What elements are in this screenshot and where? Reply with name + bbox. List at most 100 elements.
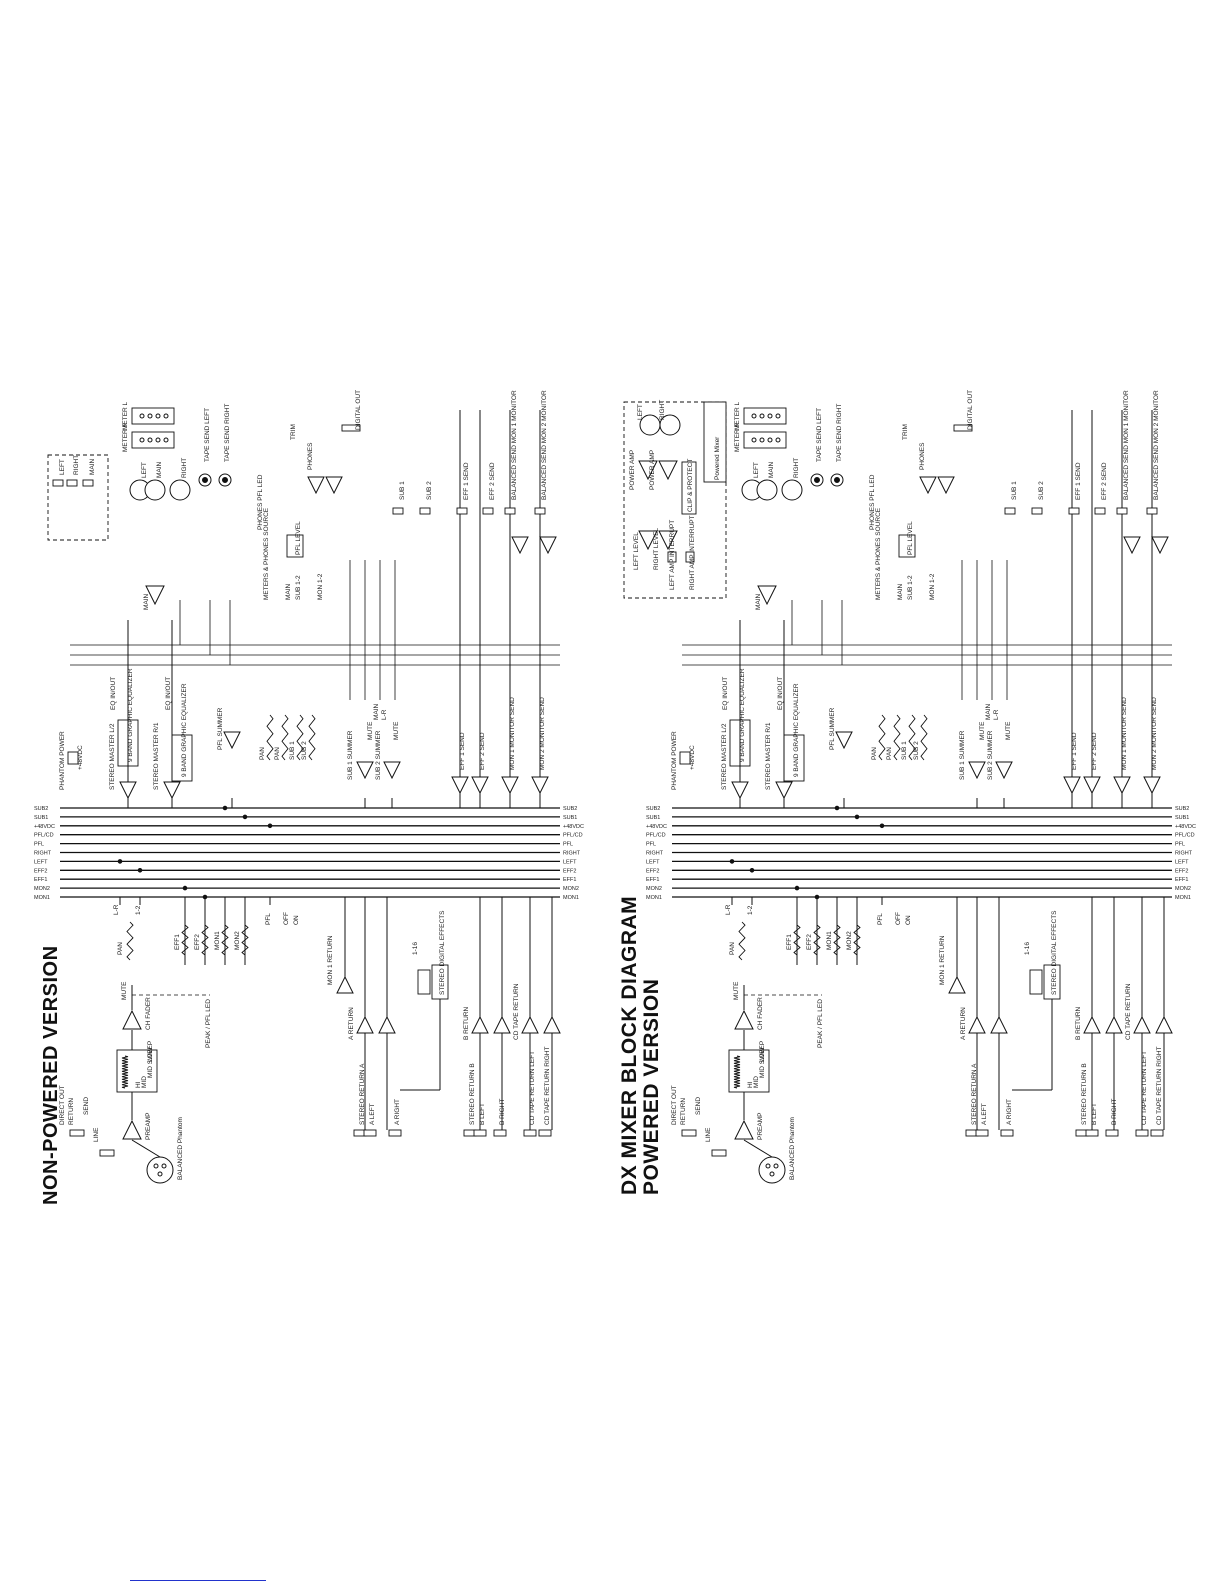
meter-led xyxy=(147,437,153,443)
return-amplifier xyxy=(471,1015,489,1034)
label-digital-out: DIGITAL OUT xyxy=(967,390,974,430)
label-eq-in-out-left: EQ IN/OUT xyxy=(110,677,117,710)
label-eff-2-send: EFF 2 SEND xyxy=(479,732,486,770)
label-b-left: B LEFT xyxy=(479,1103,486,1125)
label-peak-led: PEAK / PFL LED xyxy=(817,999,824,1048)
label-a-right: A RIGHT xyxy=(394,1099,401,1125)
return-jack xyxy=(1150,1129,1164,1137)
left-level-amplifier xyxy=(638,530,658,551)
bus-label-left: MON1 xyxy=(646,895,662,901)
label-stereo-master-l: STEREO MASTER L/2 xyxy=(721,723,728,790)
bus-label-left: EFF2 xyxy=(646,868,659,874)
meter-led xyxy=(163,413,169,419)
right-level-amplifier xyxy=(658,530,678,551)
label-graphic-eq-left: 9 BAND GRAPHIC EQUALIZER xyxy=(127,668,134,762)
label-a-left: A LEFT xyxy=(981,1103,988,1125)
label-balanced-input: BALANCED Phantom xyxy=(177,1117,184,1180)
sub-potentiometer xyxy=(308,714,316,761)
label-mute-right: MUTE xyxy=(1005,721,1012,740)
pan-potentiometer xyxy=(738,921,746,961)
label-sub-2: SUB 2 xyxy=(913,741,920,760)
power-amp-triangle xyxy=(638,460,658,481)
phones-left-amplifier xyxy=(307,476,325,495)
send-terminal xyxy=(456,507,468,515)
send-amplifier xyxy=(471,776,489,795)
label-meter-r: METER R xyxy=(122,422,129,452)
label-phones: PHONES xyxy=(919,442,926,470)
label-sub-2: SUB 2 xyxy=(301,741,308,760)
footer-link-underline xyxy=(130,1580,266,1581)
return-jack xyxy=(1135,1129,1149,1137)
label-sub-1: SUB 1 xyxy=(901,741,908,760)
label-source-sub-1-2: SUB 1-2 xyxy=(295,575,302,600)
label-line-input: LINE xyxy=(705,1127,712,1142)
bus-label-left: LEFT xyxy=(646,859,660,865)
meter-led xyxy=(767,413,773,419)
label-sub1-summer: SUB 1 SUMMER xyxy=(959,730,966,780)
junction-dot xyxy=(854,814,860,820)
bus-label-left: PFL xyxy=(34,842,44,848)
sub-potentiometer xyxy=(296,714,304,761)
label-source-main: MAIN xyxy=(285,583,292,600)
label-main-mix: MAIN xyxy=(143,593,150,610)
junction-dot xyxy=(267,823,273,829)
return-jack xyxy=(1000,1129,1014,1137)
label-cd-tape-return-left: CD TAPE RETURN LEFT xyxy=(529,1051,536,1125)
label-sub-1: SUB 1 xyxy=(399,481,406,500)
label-tape-send-left: TAPE SEND LEFT xyxy=(204,408,211,462)
bus-label-right: MON2 xyxy=(563,886,579,892)
return-jack xyxy=(493,1129,507,1137)
label-mute: MUTE xyxy=(733,981,740,1000)
label-sub-pan: PAN xyxy=(871,747,878,760)
label-phones: PHONES xyxy=(307,442,314,470)
bus-label-right: SUB1 xyxy=(1175,815,1189,821)
label-cd-tape-return-left: CD TAPE RETURN LEFT xyxy=(1141,1051,1148,1125)
return-jack xyxy=(388,1129,402,1137)
label-mute: MUTE xyxy=(121,981,128,1000)
label-pfl-level: PFL LEVEL xyxy=(907,521,914,555)
return-jack xyxy=(1105,1129,1119,1137)
label-mon1: MON1 xyxy=(826,931,833,950)
label-eq-hi: HI xyxy=(747,1081,754,1088)
interrupt-switch xyxy=(667,551,677,563)
label-sub2-summer: SUB 2 SUMMER xyxy=(987,730,994,780)
aux-potentiometer xyxy=(833,924,841,956)
eq-potentiometer xyxy=(733,1079,741,1089)
rca-center xyxy=(222,477,228,483)
aux-potentiometer xyxy=(241,924,249,956)
label-48vdc: +48VDC xyxy=(77,745,84,770)
bus-label-left: +48VDC xyxy=(34,824,55,830)
label-pfl: PFL xyxy=(877,913,884,925)
eq-potentiometer xyxy=(121,1071,129,1081)
line-input-jack xyxy=(99,1149,115,1157)
sub-potentiometer xyxy=(908,714,916,761)
sub-pan-potentiometer xyxy=(893,714,901,761)
label-cd-tape-return: CD TAPE RETURN xyxy=(1125,983,1132,1040)
label-cd-tape-return-right: CD TAPE RETURN RIGHT xyxy=(544,1046,551,1125)
label-sub2-summer: SUB 2 SUMMER xyxy=(375,730,382,780)
bus-label-left: SUB2 xyxy=(34,806,48,812)
label-left-amp-interrupt: LEFT AMP INTERRUPT xyxy=(669,520,676,590)
label-tape-send-right: TAPE SEND RIGHT xyxy=(836,404,843,462)
bus-label-left: EFF2 xyxy=(34,868,47,874)
label-eq-hi: HI xyxy=(135,1081,142,1088)
label-graphic-eq-left: 9 BAND GRAPHIC EQUALIZER xyxy=(739,668,746,762)
label-mon-2-monitor-send: MON 2 MONITOR SEND xyxy=(1151,697,1158,770)
label-digital-effects: STEREO DIGITAL EFFECTS xyxy=(1051,910,1058,995)
label-mon1: MON1 xyxy=(214,931,221,950)
eq-potentiometer xyxy=(733,1063,741,1073)
bus-label-right: EFF1 xyxy=(1175,877,1188,883)
junction-dot xyxy=(834,805,840,811)
meter-led xyxy=(155,437,161,443)
send-terminal xyxy=(1004,507,1016,515)
rca-center xyxy=(834,477,840,483)
label-b-left: B LEFT xyxy=(1091,1103,1098,1125)
bus-label-right: SUB2 xyxy=(1175,806,1189,812)
rca-center xyxy=(202,477,208,483)
label-meter-l: METER L xyxy=(734,401,741,430)
xlr-output-jack xyxy=(756,479,778,501)
meter-bank-left xyxy=(131,407,175,425)
xlr-input-jack xyxy=(758,1156,786,1184)
label-right-level: RIGHT LEVEL xyxy=(653,527,660,570)
